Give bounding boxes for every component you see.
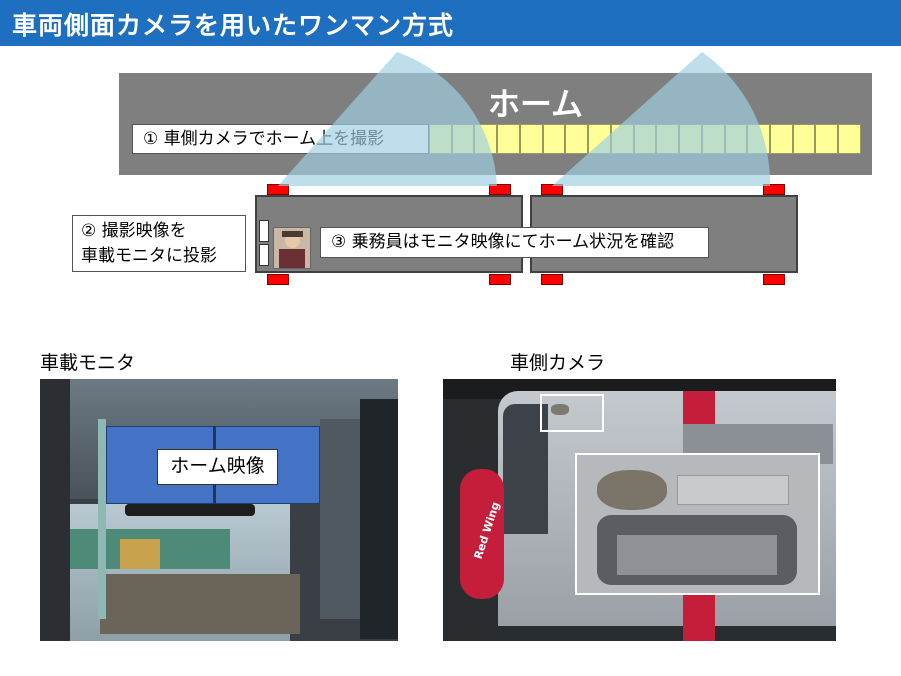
camera-marker bbox=[541, 184, 563, 195]
tile bbox=[565, 124, 589, 154]
tile bbox=[770, 124, 793, 154]
tile bbox=[792, 124, 816, 154]
camera-marker bbox=[763, 274, 785, 285]
step3-callout: ③ 乗務員はモニタ映像にてホーム状況を確認 bbox=[320, 227, 709, 258]
tile bbox=[542, 124, 566, 154]
platform-label: ホーム bbox=[488, 85, 584, 123]
tile bbox=[519, 124, 543, 154]
cab-window bbox=[259, 220, 269, 242]
camera-marker bbox=[763, 184, 785, 195]
camera-marker bbox=[489, 274, 511, 285]
camera-marker bbox=[489, 184, 511, 195]
title-bar bbox=[0, 0, 901, 46]
cab-window bbox=[259, 244, 269, 266]
red-wing-panel bbox=[460, 469, 504, 599]
camera-caption: 車側カメラ bbox=[510, 352, 606, 374]
slide-title: 車両側面カメラを用いたワンマン方式 bbox=[12, 11, 455, 40]
camera-marker bbox=[541, 274, 563, 285]
camera-marker bbox=[267, 184, 289, 195]
monitor-photo: ホーム映像 bbox=[40, 379, 398, 641]
camera-view-cone bbox=[278, 52, 497, 186]
step2-callout: ② 撮影映像を 車載モニタに投影 bbox=[72, 215, 246, 272]
camera-marker bbox=[267, 274, 289, 285]
conductor-image bbox=[273, 227, 311, 269]
tile bbox=[838, 124, 861, 154]
camera-highlight-box bbox=[540, 394, 604, 432]
tile bbox=[815, 124, 839, 154]
monitor-caption: 車載モニタ bbox=[40, 352, 136, 374]
tile bbox=[497, 124, 520, 154]
camera-photo: JR Red Wing bbox=[443, 379, 836, 641]
step2-line2: 車載モニタに投影 bbox=[81, 246, 217, 266]
camera-closeup bbox=[575, 453, 820, 595]
camera-view-cone bbox=[552, 52, 771, 186]
step2-line1: ② 撮影映像を bbox=[81, 221, 187, 241]
monitor-overlay-label: ホーム映像 bbox=[157, 449, 278, 485]
